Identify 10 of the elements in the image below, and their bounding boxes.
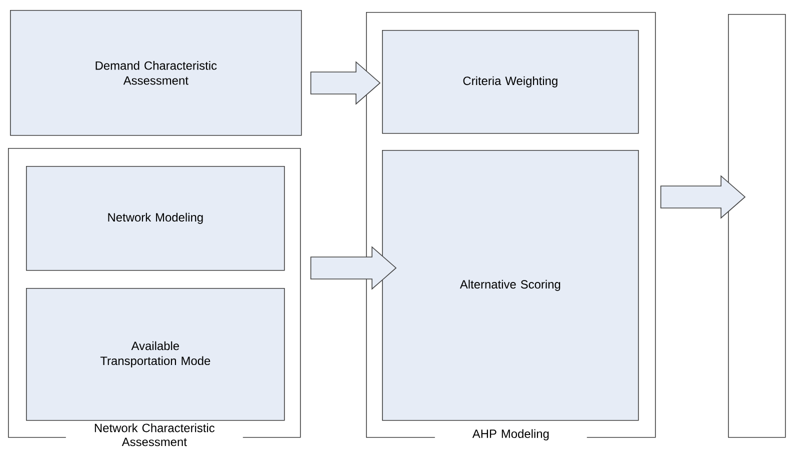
- process-box: Criteria Weighting: [382, 30, 639, 134]
- block-arrow: [660, 175, 746, 219]
- process-box: Available Transportation Mode: [26, 288, 285, 421]
- process-box: Network Modeling: [26, 166, 285, 271]
- block-arrow: [310, 246, 397, 290]
- node-label: Assessment: [122, 438, 187, 446]
- block-arrow: [310, 61, 381, 105]
- process-box: Alternative Scoring: [382, 150, 639, 421]
- empty-box: [728, 14, 786, 438]
- process-box: Demand Characteristic Assessment: [10, 10, 302, 136]
